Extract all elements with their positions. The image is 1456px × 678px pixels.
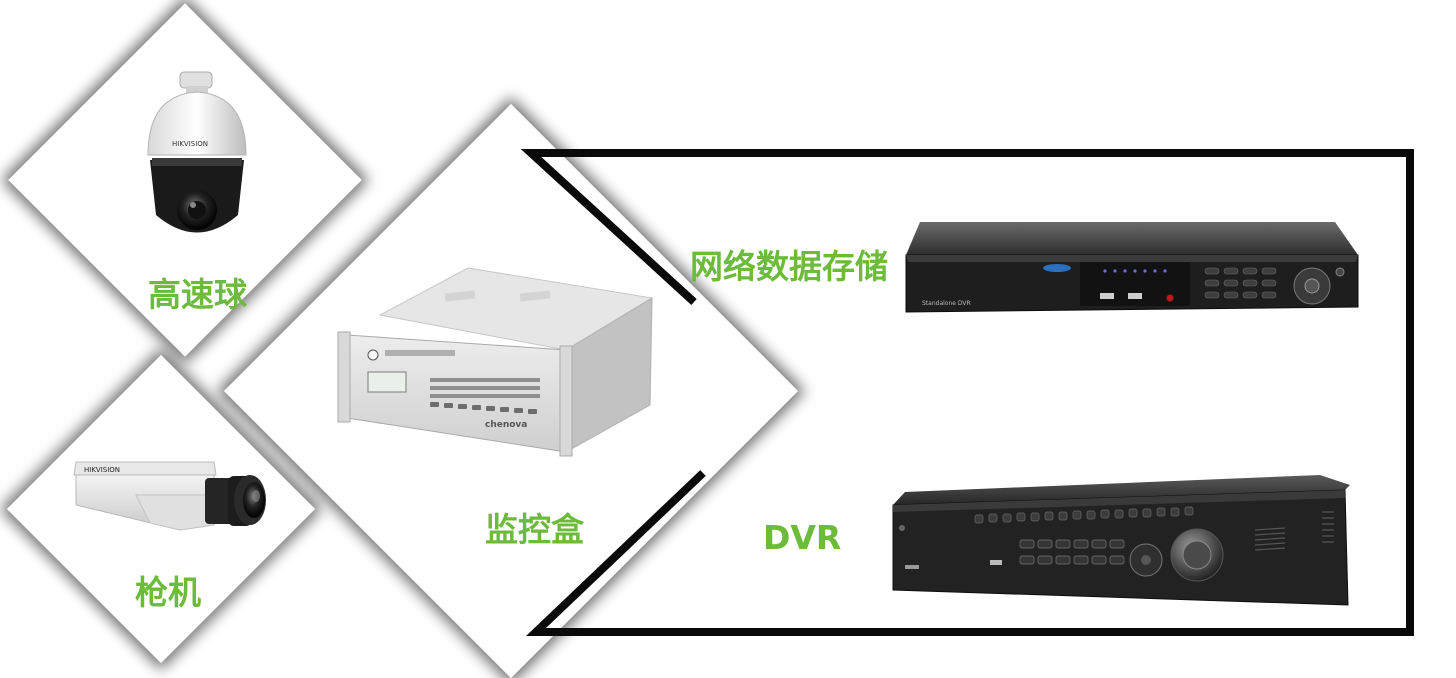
speed-dome-camera-image: HIKVISION xyxy=(147,71,247,233)
monitor-box-image: chenova xyxy=(337,267,654,457)
bullet-camera-image: HIKVISION xyxy=(73,461,266,531)
network-storage-label: 网络数据存储 xyxy=(690,247,888,286)
connection-frame xyxy=(520,149,1414,636)
dvr-label: DVR xyxy=(763,518,842,557)
network-storage-image: Standalone DVR xyxy=(905,222,1359,313)
dome-brand-text: HIKVISION xyxy=(172,140,208,148)
bullet-brand-text: HIKVISION xyxy=(84,466,120,474)
bullet-camera-label: 枪机 xyxy=(135,573,201,612)
box-brand-text: chenova xyxy=(485,420,527,430)
dome-camera-label: 高速球 xyxy=(148,275,247,314)
monitor-box-label: 监控盒 xyxy=(485,510,584,549)
dvr-image xyxy=(892,475,1350,606)
nvr-front-text: Standalone DVR xyxy=(922,300,971,307)
